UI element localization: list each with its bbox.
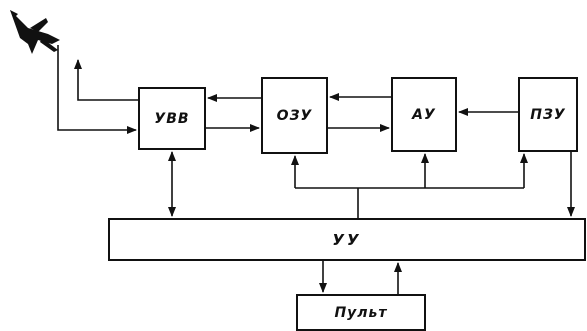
lzu-block: ПЗУ <box>518 77 578 152</box>
uvv-to-aircraft-line <box>78 60 138 100</box>
pult-block: Пульт <box>296 294 426 331</box>
uvv-label: УВВ <box>154 111 189 127</box>
pult-label: Пульт <box>334 305 387 321</box>
uu-label: УУ <box>332 231 361 249</box>
lzu-label: ПЗУ <box>530 107 565 123</box>
uu-block: УУ <box>108 218 586 261</box>
aircraft-to-uvv-line <box>58 45 136 130</box>
fighter-jet-icon <box>10 10 60 54</box>
au-block: АУ <box>391 77 457 152</box>
uvv-block: УВВ <box>138 87 206 150</box>
ozu-block: ОЗУ <box>261 77 328 154</box>
ozu-label: ОЗУ <box>277 108 313 124</box>
au-label: АУ <box>412 107 436 123</box>
